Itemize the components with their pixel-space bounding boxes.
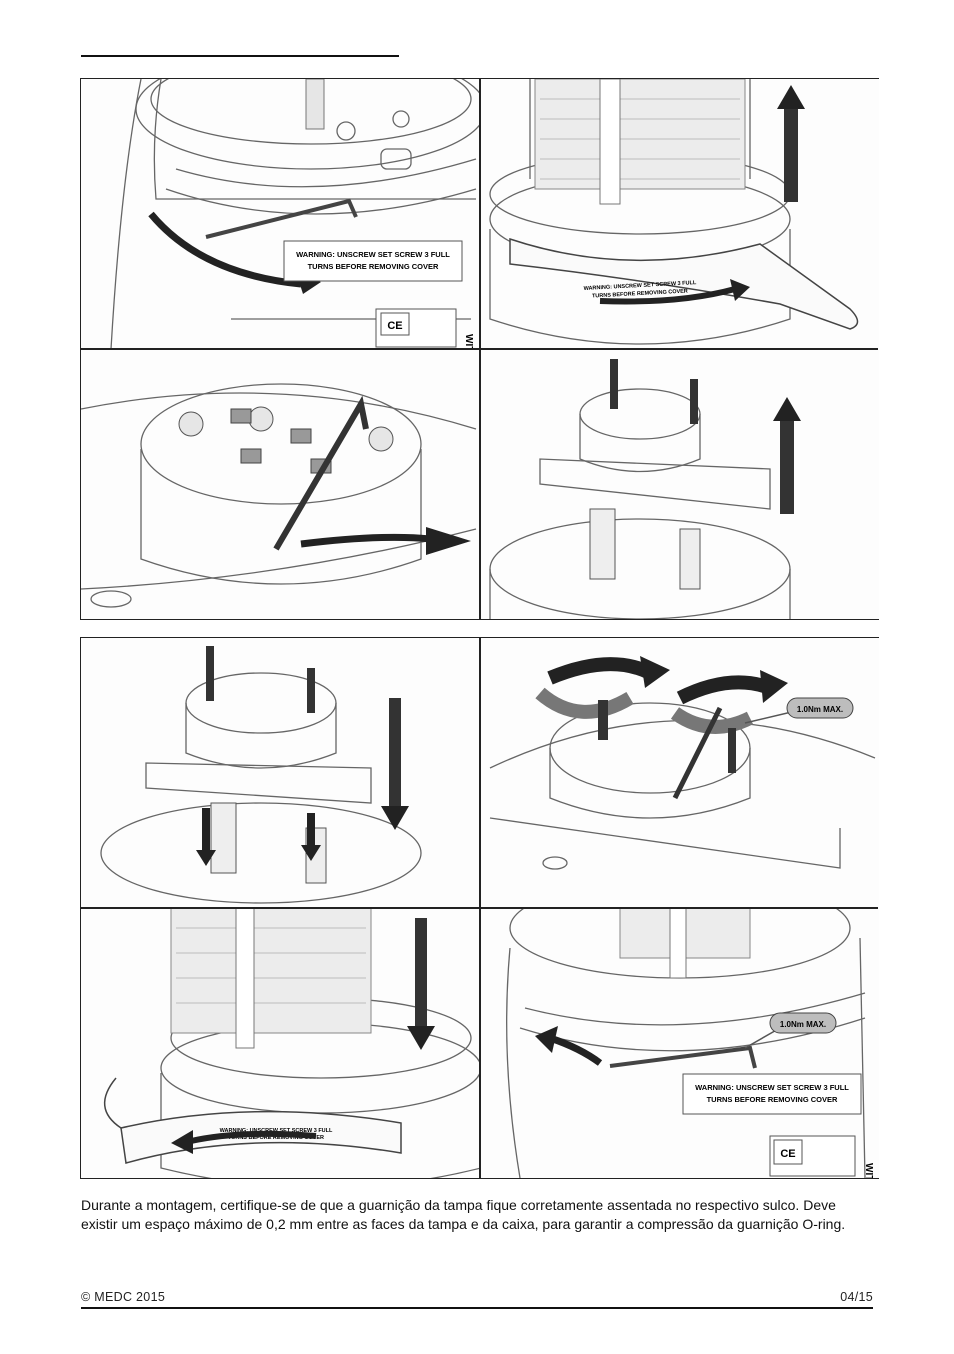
grid-divider-horizontal (81, 348, 878, 350)
page-number: 04/15 (840, 1290, 873, 1304)
illustration-tighten-set-screw: 1.0Nm MAX. WARNING: UNSCREW SET SCREW 3 … (506, 908, 874, 1178)
warning-label-line1: WARNING: UNSCREW SET SCREW 3 FULL (296, 250, 450, 259)
illustration-rotate-cover-on: WARNING: UNSCREW SET SCREW 3 FULL TURNS … (103, 908, 480, 1178)
warning-label-line1: WARNING: UNSCREW SET SCREW 3 FULL (583, 280, 697, 292)
illustration-rotate-cover-off: WARNING: UNSCREW SET SCREW 3 FULL TURNS … (489, 79, 859, 345)
header-rule (81, 55, 399, 57)
label-side-text: WITH A (863, 1163, 874, 1178)
illustration-loosen-set-screw: WARNING: UNSCREW SET SCREW 3 FULL TURNS … (110, 79, 480, 349)
panel-loosen-screws (81, 349, 480, 619)
illustration-tighten-screws: 1.0Nm MAX. (489, 656, 876, 870)
panel-loosen-set-screw: WARNING: UNSCREW SET SCREW 3 FULL TURNS … (81, 79, 480, 349)
torque-label: 1.0Nm MAX. (797, 705, 843, 714)
warning-label-line2: TURNS BEFORE REMOVING COVER (308, 262, 439, 271)
illustration-loosen-screws (81, 383, 477, 608)
warning-label-line1: WARNING: UNSCREW SET SCREW 3 FULL (695, 1083, 849, 1092)
warning-label-line2: TURNS BEFORE REMOVING COVER (707, 1095, 838, 1104)
footer-copyright: © MEDC 2015 (81, 1290, 166, 1304)
torque-label: 1.0Nm MAX. (780, 1020, 826, 1029)
panel-lower-chassis (81, 638, 480, 908)
illustration-lift-chassis (489, 359, 801, 619)
panel-tighten-screws: 1.0Nm MAX. (480, 638, 879, 908)
ce-mark: CE (387, 320, 402, 332)
illustration-lower-chassis (100, 646, 422, 904)
panel-rotate-cover-off: WARNING: UNSCREW SET SCREW 3 FULL TURNS … (480, 79, 879, 349)
panel-tighten-set-screw: 1.0Nm MAX. WARNING: UNSCREW SET SCREW 3 … (480, 908, 879, 1178)
panel-rotate-cover-on: WARNING: UNSCREW SET SCREW 3 FULL TURNS … (81, 908, 480, 1178)
footer-rule (81, 1307, 873, 1309)
ce-mark: CE (780, 1148, 795, 1160)
panel-lift-chassis (480, 349, 879, 619)
instruction-grid-removal: WARNING: UNSCREW SET SCREW 3 FULL TURNS … (80, 78, 879, 620)
grid-divider-horizontal (81, 907, 878, 909)
label-side-text: WITH A (463, 334, 474, 349)
warning-label-line2: TURNS BEFORE REMOVING COVER (228, 1135, 324, 1141)
assembly-note: Durante a montagem, certifique-se de que… (81, 1197, 846, 1232)
instruction-grid-refit: 1.0Nm MAX. WARNING: UNSCREW SET SCREW 3 … (80, 637, 879, 1179)
warning-label-line2: TURNS BEFORE REMOVING COVER (592, 288, 688, 299)
